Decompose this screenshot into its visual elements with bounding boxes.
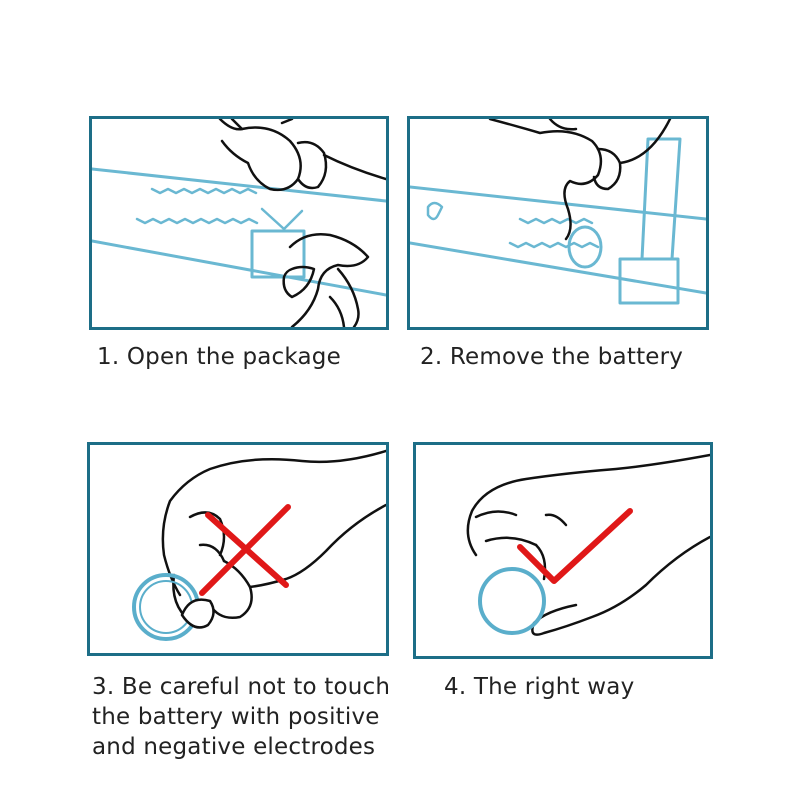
upper-hand-thumb (296, 140, 328, 190)
upper-hand-outline (488, 119, 603, 241)
fingertip-on-battery (180, 598, 215, 629)
cross-mark-icon (199, 504, 291, 596)
hand-top-outline (161, 449, 386, 597)
step-2-caption: 2. Remove the battery (420, 342, 683, 372)
upper-hand-outline (218, 119, 302, 192)
package-zigzag-lower (508, 241, 600, 249)
hand-bottom-outline (248, 503, 386, 589)
finger-creases (474, 510, 538, 547)
hand-top-outline (466, 453, 710, 557)
battery-slot (250, 229, 306, 279)
package-zigzag-upper (518, 217, 594, 225)
step-4-illustration (413, 442, 713, 659)
upper-hand-knuckle (548, 119, 578, 131)
step-3-illustration (87, 442, 389, 656)
package-zigzag-upper (150, 187, 258, 195)
step-3-caption-line-2: the battery with positive (92, 704, 380, 730)
step-2-illustration (407, 116, 709, 330)
battery-coin (478, 567, 546, 635)
lower-hand-finger-3 (328, 295, 346, 327)
package-hang-hole (426, 201, 444, 221)
step-3-caption-line-3: and negative electrodes (92, 734, 376, 760)
knuckle-line (544, 513, 568, 527)
step-3-caption-line-1: 3. Be careful not to touch (92, 674, 391, 700)
package-strip-top-edge (410, 185, 706, 221)
upper-wrist-line (618, 119, 672, 165)
package-strip-bottom-edge (92, 239, 386, 297)
finger-creases (188, 511, 226, 563)
step-1-illustration (89, 116, 389, 330)
remove-battery-drawing (410, 119, 706, 305)
step-1-caption-text: 1. Open the package (97, 344, 341, 370)
wrong-grip-drawing (132, 449, 386, 641)
open-package-drawing (92, 119, 386, 327)
battery-inner-ring (139, 580, 193, 634)
step-1-caption: 1. Open the package (97, 342, 341, 372)
peeled-foil-tab (640, 137, 682, 261)
check-mark-icon (517, 508, 633, 584)
step-4-caption-text: 4. The right way (444, 674, 635, 700)
right-grip-drawing (466, 453, 710, 636)
battery-coin (567, 225, 603, 269)
upper-hand-thumb (592, 147, 622, 191)
package-foil-flap (260, 207, 304, 231)
lower-hand-outline (288, 233, 370, 327)
package-zigzag-lower (135, 217, 259, 225)
step-4-caption: 4. The right way (444, 672, 634, 702)
thumb-outline (208, 559, 253, 619)
step-2-caption-text: 2. Remove the battery (420, 344, 684, 370)
lower-hand-fingertip (282, 265, 316, 299)
step-3-caption: 3. Be careful not to touch the battery w… (92, 672, 390, 762)
package-strip-top-edge (92, 167, 386, 203)
upper-hand-knuckles (230, 119, 294, 131)
lower-hand-finger-2 (336, 267, 360, 327)
thumb-outline (531, 535, 710, 636)
battery-slot (618, 257, 680, 305)
upper-wrist-line (322, 153, 386, 181)
package-strip-bottom-edge (410, 241, 706, 295)
